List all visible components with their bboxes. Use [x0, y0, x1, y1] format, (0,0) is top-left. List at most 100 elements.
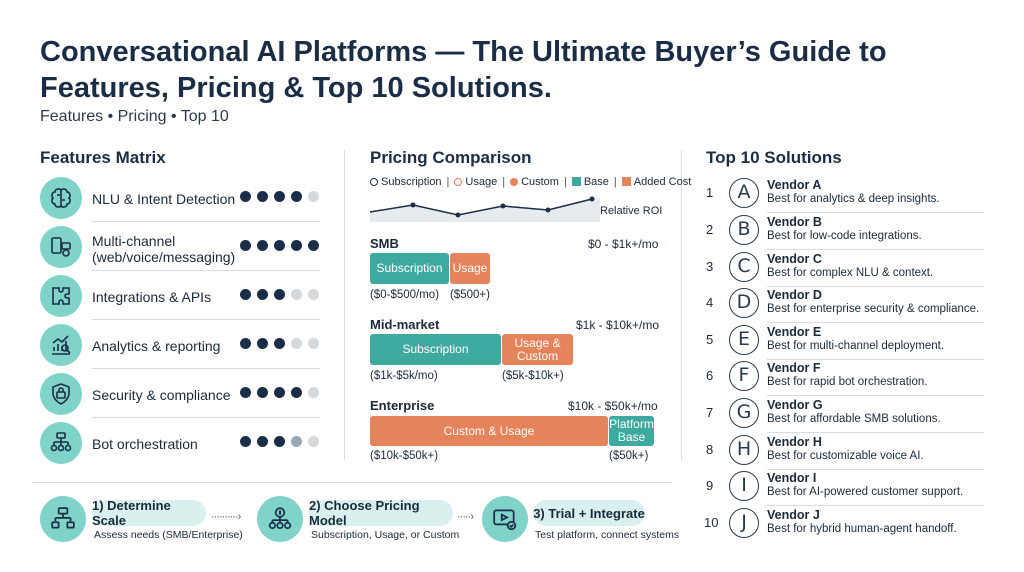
vendor-letter-icon: G	[729, 398, 759, 428]
bar-mid-subscription: Subscription	[370, 334, 501, 365]
bar-sub-label: ($10k-$50k+)	[370, 450, 439, 462]
devices-icon	[40, 226, 82, 268]
legend-subscription: Subscription	[370, 176, 442, 188]
pricing-heading: Pricing Comparison	[370, 148, 532, 167]
vendor-rank: 7	[706, 405, 714, 420]
vendor-letter-icon: A	[729, 178, 759, 208]
vendor-letter-icon: C	[729, 252, 759, 282]
analytics-icon	[40, 324, 82, 366]
roi-line-chart	[370, 196, 600, 222]
tier-range-smb: $0 - $1k+/mo	[588, 237, 659, 251]
vendor-rank: 10	[704, 515, 719, 530]
feature-label: Analytics & reporting	[92, 338, 221, 354]
legend-usage: Usage	[454, 176, 497, 188]
bar-ent-platform-base: Platform Base	[609, 416, 654, 446]
vendor-rank: 5	[706, 332, 714, 347]
bar-mid-usage-custom: Usage & Custom	[502, 334, 573, 365]
vendor-letter-icon: F	[729, 361, 759, 391]
vendor-name: Vendor I	[767, 471, 817, 485]
puzzle-icon	[40, 275, 82, 317]
vendor-name: Vendor B	[767, 215, 822, 229]
vendor-desc: Best for customizable voice AI.	[767, 450, 924, 462]
brain-icon	[40, 177, 82, 219]
vendor-desc: Best for complex NLU & context.	[767, 267, 934, 279]
feature-row-security: Security & compliance	[40, 373, 320, 421]
vendor-desc: Best for AI-powered customer support.	[767, 486, 964, 498]
rating-dots	[240, 240, 319, 251]
rating-dots	[240, 191, 319, 202]
pricing-tree-icon	[257, 496, 303, 542]
pricing-legend: Subscription | Usage | Custom | Base | A…	[370, 176, 691, 188]
step-1-desc: Assess needs (SMB/Enterprise)	[94, 529, 243, 541]
legend-added-cost: Added Cost	[621, 176, 691, 188]
dotted-arrow-icon: ·····›	[457, 511, 474, 523]
feature-row-integrations: Integrations & APIs	[40, 275, 320, 323]
vendor-letter-icon: E	[729, 325, 759, 355]
rating-dots	[240, 387, 319, 398]
vendor-rank: 1	[706, 185, 714, 200]
video-check-icon	[482, 496, 528, 542]
rating-dots	[240, 289, 319, 300]
column-divider	[681, 150, 682, 460]
bar-sub-label: ($0-$500/mo)	[370, 289, 440, 301]
tier-range-enterprise: $10k - $50k+/mo	[568, 399, 658, 413]
bar-smb-usage: Usage	[450, 253, 490, 284]
org-chart-icon	[40, 496, 86, 542]
column-divider	[344, 150, 345, 460]
vendor-desc: Best for low-code integrations.	[767, 230, 922, 242]
rating-dots	[240, 436, 319, 447]
feature-label: Multi-channel (web/voice/messaging)	[92, 233, 236, 265]
roi-label: Relative ROI	[600, 205, 663, 217]
legend-base: Base	[571, 176, 609, 188]
flowchart-icon	[40, 422, 82, 464]
feature-label: Integrations & APIs	[92, 289, 212, 305]
step-2-pill: 2) Choose Pricing Model	[309, 498, 453, 528]
vendor-name: Vendor F	[767, 361, 821, 375]
vendor-rank: 8	[706, 442, 714, 457]
bar-sub-label: ($5k-$10k+)	[502, 370, 564, 382]
vendor-desc: Best for analytics & deep insights.	[767, 193, 940, 205]
tier-range-midmarket: $1k - $10k+/mo	[576, 318, 660, 332]
feature-label: Security & compliance	[92, 387, 231, 403]
bar-sub-label: ($50k+)	[609, 450, 649, 462]
vendor-name: Vendor E	[767, 325, 822, 339]
vendor-name: Vendor D	[767, 288, 822, 302]
feature-row-nlu: NLU & Intent Detection	[40, 177, 320, 225]
vendor-desc: Best for enterprise security & complianc…	[767, 303, 980, 315]
bar-sub-label: ($1k-$5k/mo)	[370, 370, 438, 382]
feature-label: Bot orchestration	[92, 436, 198, 452]
dotted-arrow-icon: ··········›	[211, 511, 241, 523]
vendor-letter-icon: D	[729, 288, 759, 318]
steps-divider	[32, 482, 672, 483]
vendor-name: Vendor H	[767, 435, 822, 449]
step-1-pill: 1) Determine Scale	[92, 498, 206, 528]
bar-sub-label: ($500+)	[450, 289, 490, 301]
vendor-desc: Best for multi-channel deployment.	[767, 340, 945, 352]
vendor-desc: Best for hybrid human-agent handoff.	[767, 523, 957, 535]
vendor-rank: 6	[706, 368, 714, 383]
vendor-letter-icon: H	[729, 435, 759, 465]
feature-row-orchestration: Bot orchestration	[40, 422, 320, 470]
bar-smb-subscription: Subscription	[370, 253, 449, 284]
shield-lock-icon	[40, 373, 82, 415]
vendor-name: Vendor A	[767, 178, 822, 192]
feature-row-analytics: Analytics & reporting	[40, 324, 320, 372]
rating-dots	[240, 338, 319, 349]
vendor-name: Vendor C	[767, 252, 822, 266]
vendor-rank: 4	[706, 295, 714, 310]
vendor-letter-icon: B	[729, 215, 759, 245]
tier-name-smb: SMB	[370, 236, 399, 251]
step-2-desc: Subscription, Usage, or Custom	[311, 529, 460, 541]
tier-name-midmarket: Mid-market	[370, 317, 440, 332]
vendor-rank: 3	[706, 259, 714, 274]
vendor-letter-icon: J	[729, 508, 759, 538]
vendor-letter-icon: I	[729, 471, 759, 501]
vendor-rank: 9	[706, 478, 714, 493]
